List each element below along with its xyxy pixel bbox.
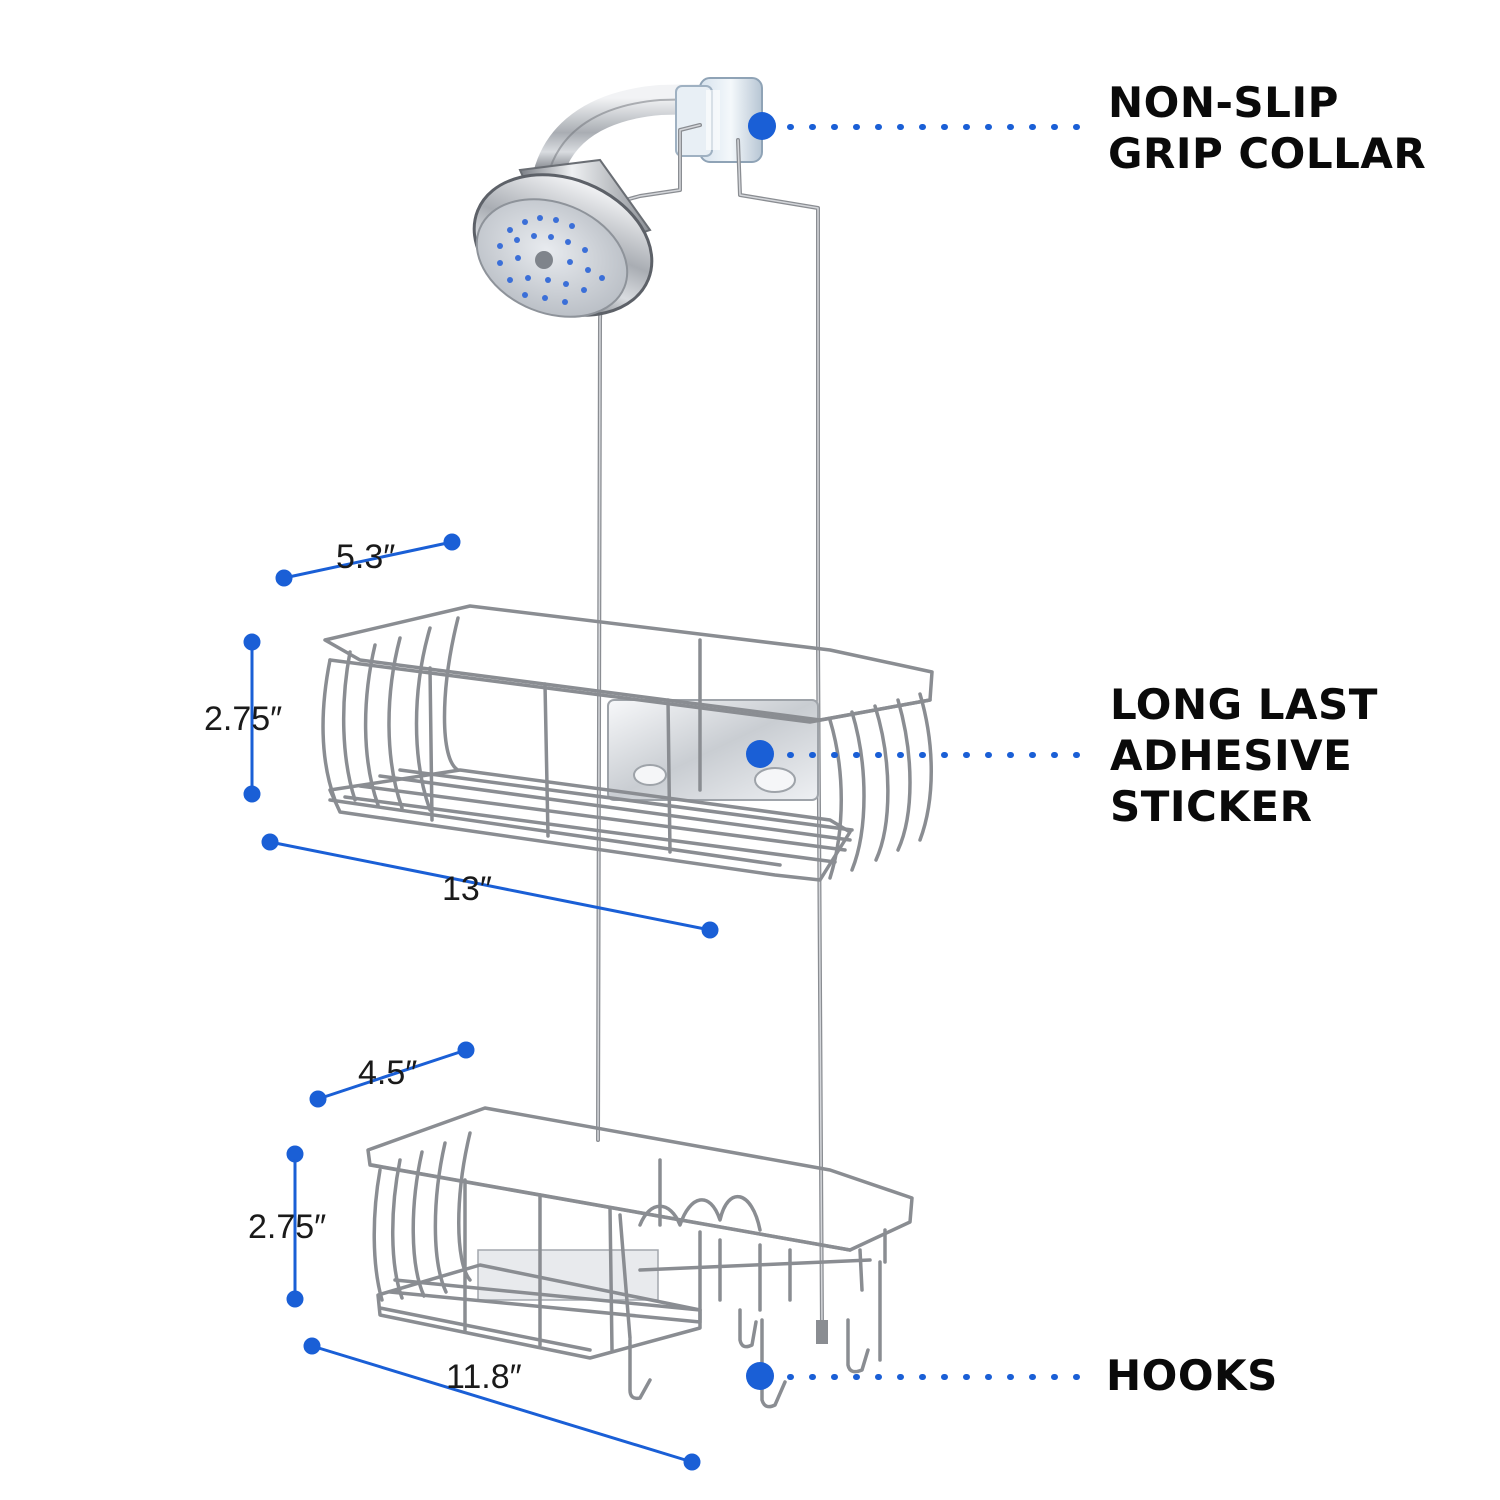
adhesive-callout-line3: STICKER [1110, 782, 1313, 831]
shower-arm [533, 83, 755, 190]
bottom-depth-label: 4.5″ [358, 1054, 418, 1092]
adhesive-callout-line2: ADHESIVE [1110, 731, 1353, 780]
adhesive-plate [607, 699, 819, 801]
collar-callout-line2: GRIP COLLAR [1108, 129, 1427, 178]
top-width-label: 13″ [442, 870, 492, 908]
bottom-height-label: 2.75″ [248, 1208, 327, 1246]
hook [760, 1318, 787, 1409]
hooks-callout: HOOKS [1106, 1350, 1278, 1401]
hanger-frame [596, 123, 824, 1332]
hook [628, 1338, 652, 1401]
top-basket [321, 604, 934, 882]
collar-marker [748, 112, 776, 140]
spray-nozzles [497, 215, 605, 305]
shower-head [472, 158, 654, 318]
adhesive-marker [746, 740, 774, 768]
bottom-width-label: 11.8″ [446, 1358, 522, 1396]
hook [738, 1308, 758, 1349]
collar-callout: NON-SLIP GRIP COLLAR [1108, 77, 1426, 179]
adhesive-callout: LONG LAST ADHESIVE STICKER [1110, 679, 1378, 832]
callout-leaders [746, 112, 1093, 1390]
bottom-basket [366, 1106, 914, 1409]
top-height-label: 2.75″ [204, 700, 283, 738]
dimension-lines [243, 533, 719, 1471]
collar-callout-line1: NON-SLIP [1108, 78, 1339, 127]
top-depth-label: 5.3″ [336, 538, 396, 576]
hook [846, 1318, 870, 1374]
rod-cap [816, 1320, 828, 1344]
hooks-callout-line1: HOOKS [1106, 1351, 1278, 1400]
hooks-marker [746, 1362, 774, 1390]
grip-collar [675, 77, 763, 163]
adhesive-callout-line1: LONG LAST [1110, 680, 1378, 729]
